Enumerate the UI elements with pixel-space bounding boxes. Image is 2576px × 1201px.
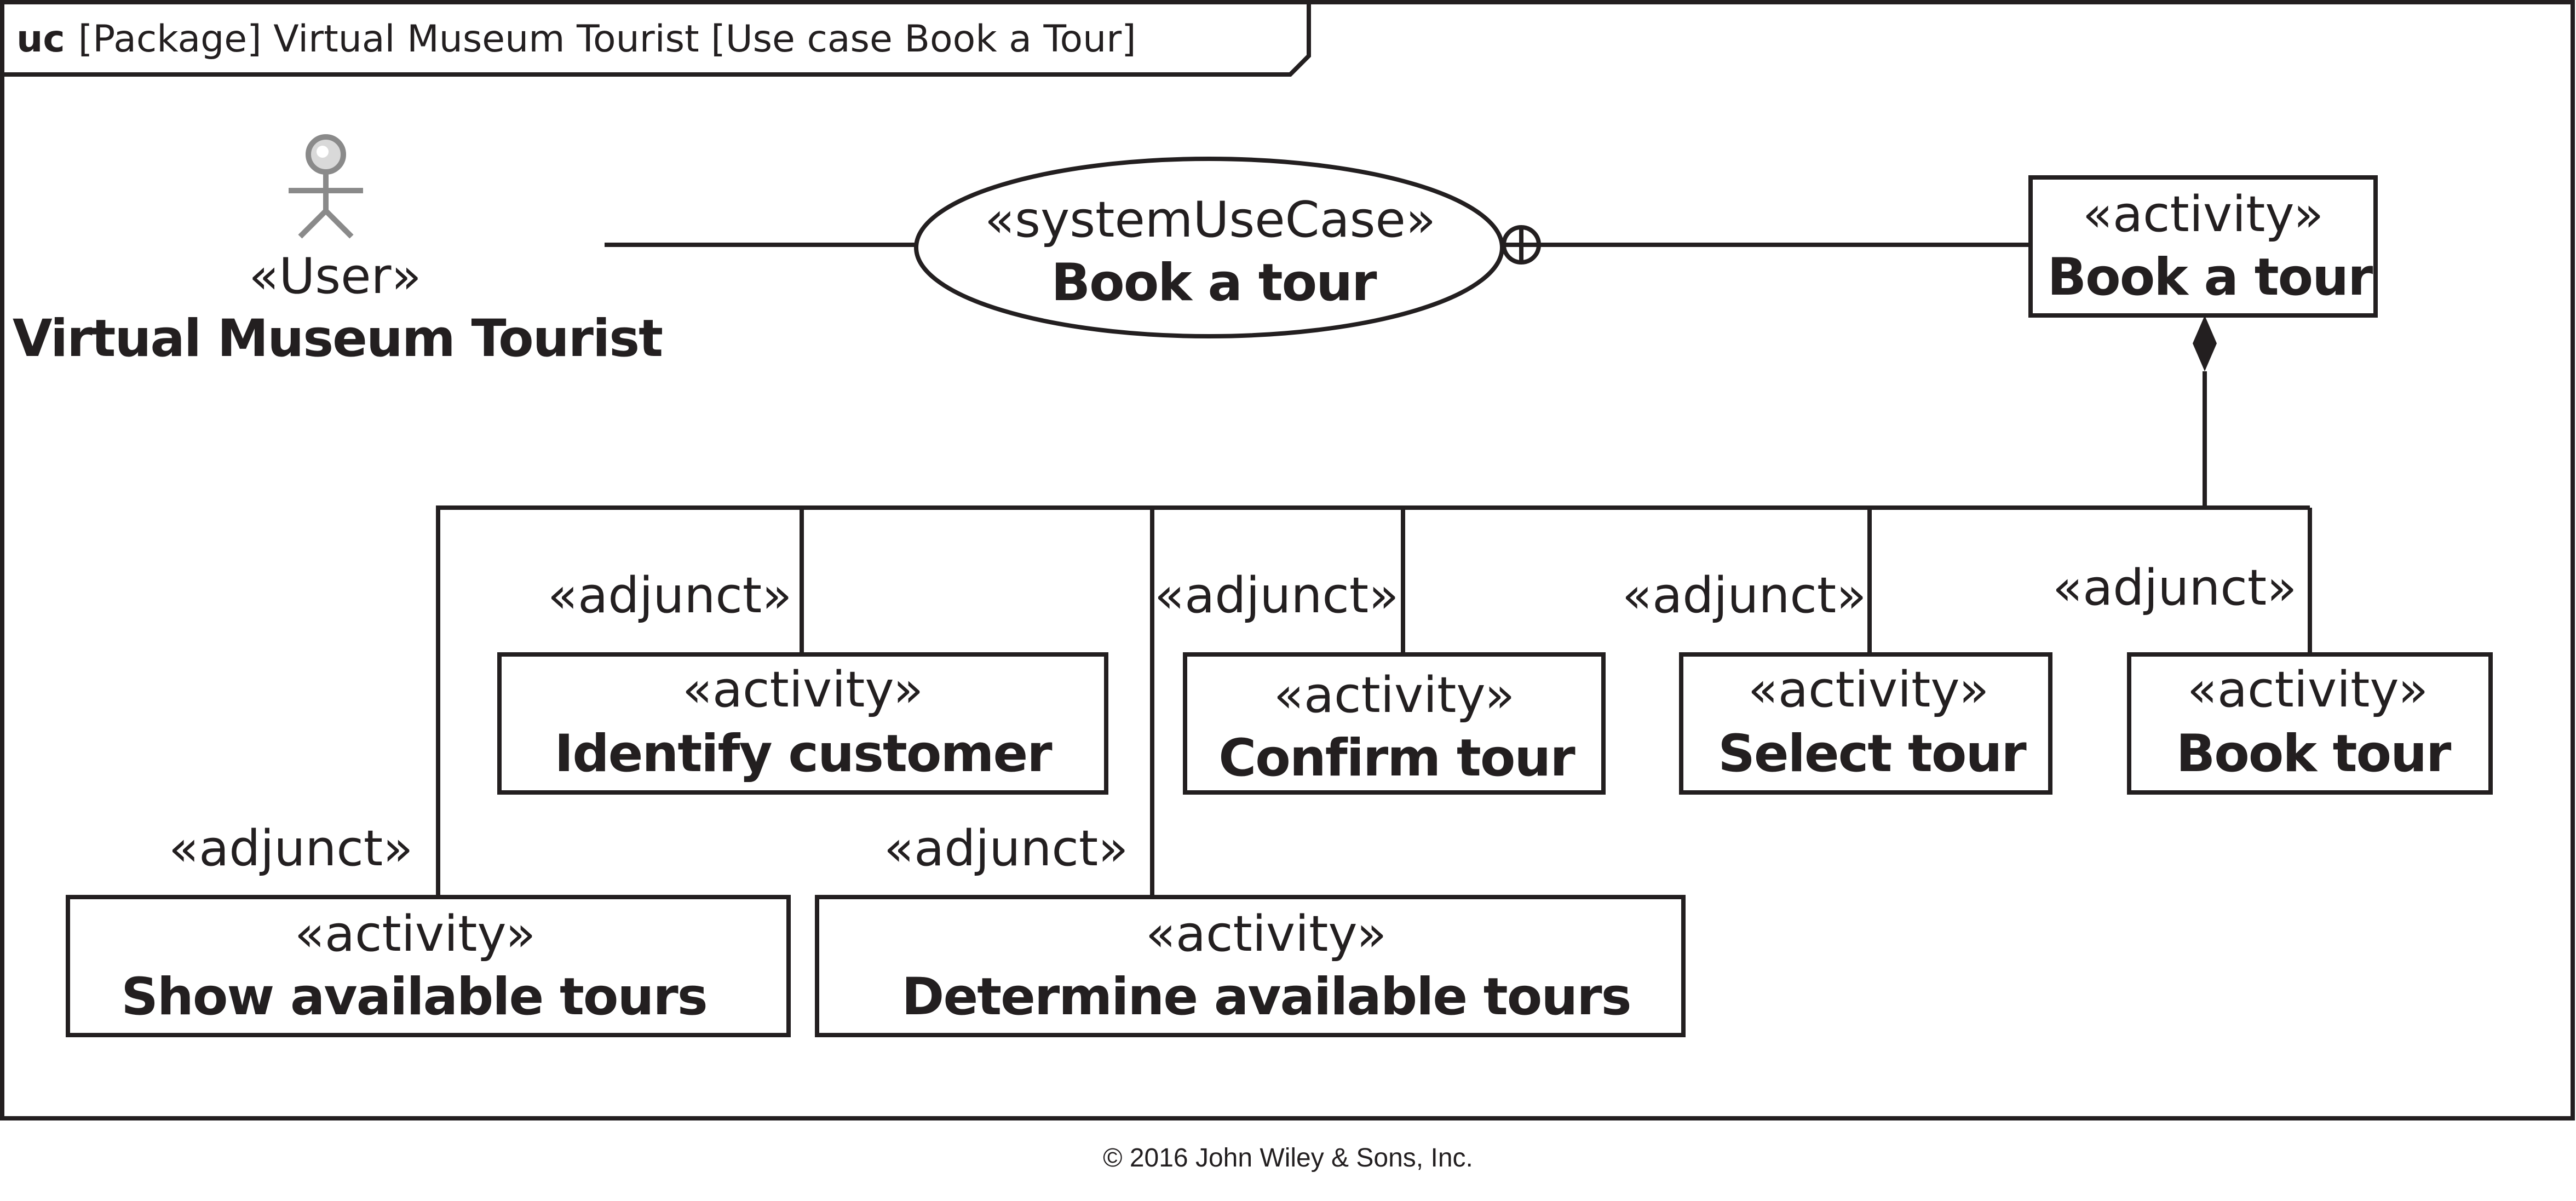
activity-box	[1679, 652, 2052, 795]
activity-name: Book tour	[2176, 724, 2452, 784]
activity-name: Select tour	[1718, 724, 2027, 784]
frame-keyword: uc	[16, 18, 65, 61]
activity-confirm-tour[interactable]: «activity» Confirm tour	[1183, 652, 1606, 795]
activity-stereotype: «activity»	[295, 905, 536, 963]
activity-name: Identify customer	[554, 724, 1053, 784]
activity-name: Show available tours	[121, 967, 707, 1027]
main-activity-stereotype: «activity»	[2083, 186, 2324, 243]
activity-box	[2028, 175, 2378, 318]
activity-box	[2127, 652, 2493, 795]
activity-stereotype: «activity»	[1274, 666, 1515, 724]
copyright-notice: © 2016 John Wiley & Sons, Inc.	[1103, 1143, 1473, 1173]
diagram-frame	[0, 0, 2575, 1120]
activity-stereotype: «activity»	[682, 661, 923, 719]
activity-box	[815, 895, 1686, 1037]
composition-diamond-icon	[2193, 315, 2217, 371]
adjunct-label-select-tour: «adjunct»	[1622, 567, 1866, 624]
user-actor[interactable]: «User» Virtual Museum Tourist	[13, 134, 663, 369]
activity-stereotype: «activity»	[1146, 905, 1387, 963]
activity-book-a-tour[interactable]: «activity» Book a tour	[2028, 175, 2378, 318]
adjunct-label-determine-available-tours: «adjunct»	[884, 820, 1128, 877]
actor-stereotype: «User»	[249, 248, 421, 305]
activity-show-available-tours[interactable]: «activity» Show available tours	[66, 895, 791, 1037]
activity-box	[66, 895, 791, 1037]
frame-title-tab	[2, 2, 1311, 77]
activity-name: Confirm tour	[1218, 728, 1576, 788]
stick-figure-actor-icon	[289, 134, 363, 239]
activity-name: Determine available tours	[901, 967, 1630, 1027]
activity-determine-available-tours[interactable]: «activity» Determine available tours	[815, 895, 1686, 1037]
activity-stereotype: «activity»	[1748, 661, 1989, 719]
activity-select-tour[interactable]: «activity» Select tour	[1679, 652, 2052, 795]
activity-box	[1183, 652, 1606, 795]
activity-box	[497, 652, 1108, 795]
frame-title: uc [Package] Virtual Museum Tourist [Use…	[16, 18, 1136, 61]
activity-book-tour[interactable]: «activity» Book tour	[2127, 652, 2493, 795]
frame-title-text: [Package] Virtual Museum Tourist [Use ca…	[78, 18, 1136, 61]
activity-identify-customer[interactable]: «activity» Identify customer	[497, 652, 1108, 795]
adjunct-label-show-available-tours: «adjunct»	[169, 820, 413, 877]
adjunct-label-identify-customer: «adjunct»	[548, 567, 792, 624]
containment-icon	[1502, 225, 1541, 265]
use-case-stereotype: «systemUseCase»	[985, 191, 1436, 249]
use-case-name: Book a tour	[1051, 253, 1378, 313]
main-activity-name: Book a tour	[2048, 248, 2374, 307]
activity-stereotype: «activity»	[2187, 661, 2428, 719]
use-case-book-a-tour[interactable]: «systemUseCase» Book a tour	[914, 157, 1504, 338]
actor-name: Virtual Museum Tourist	[13, 309, 662, 369]
adjunct-label-confirm-tour: «adjunct»	[1154, 567, 1399, 624]
adjunct-label-book-tour: «adjunct»	[2052, 559, 2297, 617]
